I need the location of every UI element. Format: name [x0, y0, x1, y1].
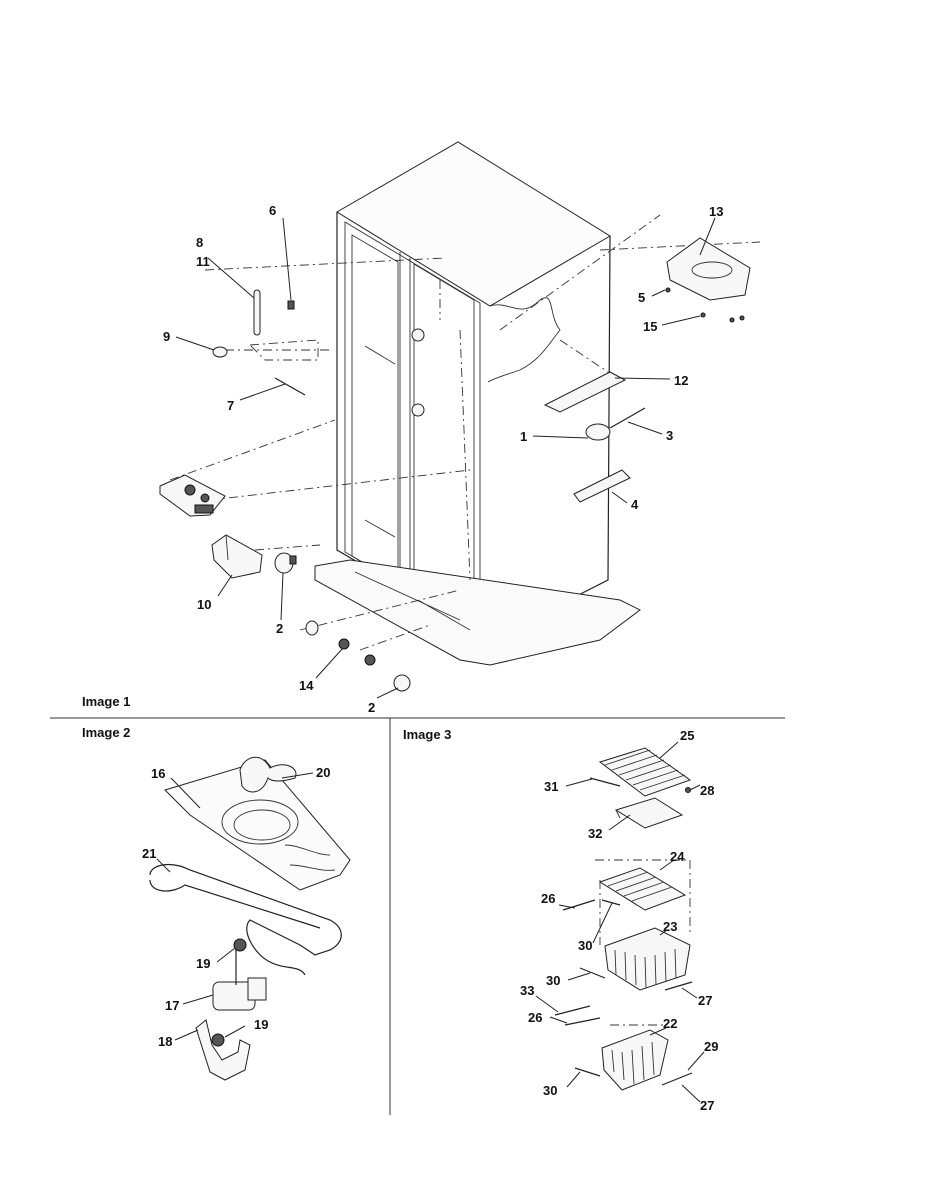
callout-4: 4 — [631, 497, 639, 512]
panel-label-image1: Image 1 — [82, 694, 130, 709]
callout-17: 17 — [165, 998, 179, 1013]
callout-15: 15 — [643, 319, 657, 334]
socket-part — [338, 638, 376, 666]
callout-28: 28 — [700, 783, 714, 798]
light-bulb-2 — [305, 620, 411, 692]
callout-22: 22 — [663, 1016, 677, 1031]
hinge-plate-part — [665, 237, 751, 323]
leaders-image3 — [535, 741, 705, 1103]
callout-7: 7 — [227, 398, 234, 413]
explode-lines-image1 — [169, 214, 761, 651]
callout-24: 24 — [670, 849, 685, 864]
cabinet-assembly — [314, 141, 641, 666]
light-bulb-1 — [274, 552, 297, 574]
shelf-assembly — [554, 747, 693, 1091]
panel-label-image2: Image 2 — [82, 725, 130, 740]
callout-32: 32 — [588, 826, 602, 841]
callout-25: 25 — [680, 728, 694, 743]
callout-23: 23 — [663, 919, 677, 934]
bracket-part-12 — [543, 371, 627, 413]
callout-30a: 30 — [578, 938, 592, 953]
callout-19a: 19 — [196, 956, 210, 971]
callout-9: 9 — [163, 329, 170, 344]
callout-8: 8 — [196, 235, 203, 250]
callout-27a: 27 — [698, 993, 712, 1008]
shield-part — [274, 377, 306, 396]
callout-5: 5 — [638, 290, 645, 305]
panel-label-image3: Image 3 — [403, 727, 451, 742]
tube-part — [253, 289, 261, 336]
callout-21: 21 — [142, 846, 156, 861]
callout-26b: 26 — [528, 1010, 542, 1025]
callout-1: 1 — [520, 429, 527, 444]
thermostat-part — [585, 423, 611, 441]
callout-13: 13 — [709, 204, 723, 219]
leaders-image1 — [175, 217, 716, 699]
callout-18: 18 — [158, 1034, 172, 1049]
callout-30b: 30 — [546, 973, 560, 988]
callout-26a: 26 — [541, 891, 555, 906]
callout-14: 14 — [299, 678, 314, 693]
callout-27b: 27 — [700, 1098, 714, 1113]
callout-20: 20 — [316, 765, 330, 780]
callout-6: 6 — [269, 203, 276, 218]
bracket-part-4 — [573, 469, 631, 503]
clip-part — [287, 300, 295, 310]
callout-2b: 2 — [368, 700, 375, 715]
capillary-part — [609, 407, 646, 429]
callout-31: 31 — [544, 779, 558, 794]
callout-16: 16 — [151, 766, 165, 781]
light-cover-part — [211, 534, 263, 579]
callout-2a: 2 — [276, 621, 283, 636]
callout-30c: 30 — [543, 1083, 557, 1098]
fan-assembly — [149, 756, 351, 1081]
callout-11: 11 — [196, 254, 210, 269]
callout-12: 12 — [674, 373, 688, 388]
leaders-image2 — [156, 772, 314, 1041]
callout-10: 10 — [197, 597, 211, 612]
control-housing — [159, 474, 226, 517]
plug-part — [212, 346, 228, 358]
callout-19b: 19 — [254, 1017, 268, 1032]
callout-29: 29 — [704, 1039, 718, 1054]
callout-3: 3 — [666, 428, 673, 443]
callout-33: 33 — [520, 983, 534, 998]
